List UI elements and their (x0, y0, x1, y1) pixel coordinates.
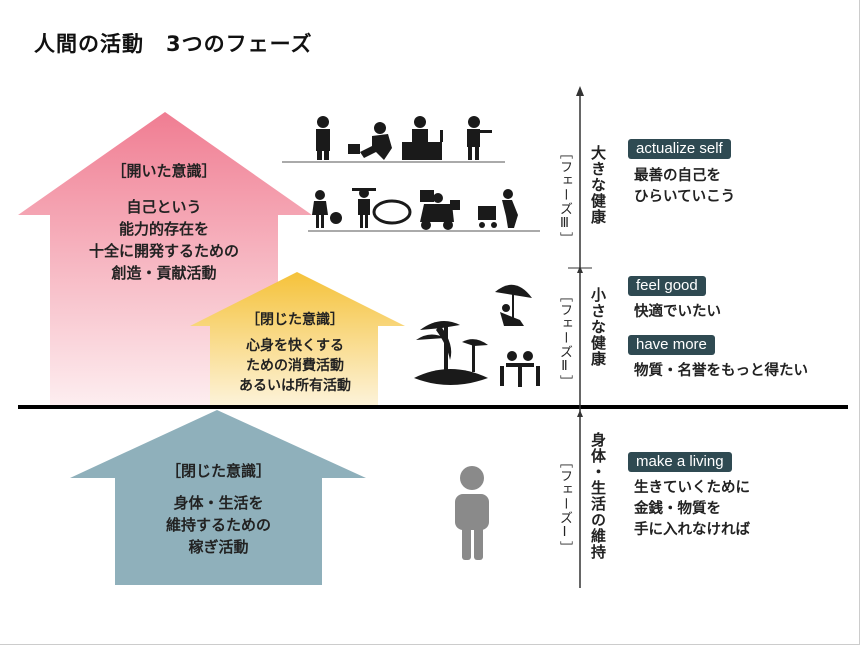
description-line: ひらいていこう (634, 189, 736, 205)
middle-arrow-line: 心身を快くする (246, 338, 344, 354)
description-line: 最善の自己を (634, 168, 721, 184)
lower-house-arrow (70, 410, 366, 585)
person-icon (455, 466, 489, 560)
upper-arrow-line: 自己という (126, 198, 202, 216)
phase-2-health: 小さな健康 (589, 287, 607, 367)
tag-make-a-living: make a living (628, 452, 732, 472)
lower-arrow-line: 身体・生活を (173, 494, 264, 512)
phase-3-description: 最善の自己を ひらいていこう (634, 166, 735, 208)
upper-arrow-text: ［開いた意識］ 自己という 能力的存在を 十全に開発するための 創造・貢献活動 (60, 160, 268, 284)
tag-have-more: have more (628, 335, 715, 355)
lower-arrow-line: 稼ぎ活動 (188, 538, 249, 556)
upper-arrow-line: 能力的存在を (118, 220, 209, 238)
axis-arrowhead-top (576, 86, 584, 96)
description-line: 手に入れなければ (634, 522, 750, 538)
middle-arrow-line: ための消費活動 (246, 358, 344, 374)
lower-arrow-heading: ［閉じた意識］ (165, 462, 271, 480)
upper-arrow-line: 創造・貢献活動 (111, 264, 217, 282)
middle-house-arrow (190, 272, 405, 406)
middle-arrow-text: ［閉じた意識］ 心身を快くする ための消費活動 あるいは所有活動 (212, 310, 378, 396)
phase-1-health: 身体・生活の維持 (589, 432, 607, 560)
axis-arrowhead-mid (577, 266, 583, 273)
upper-arrow-heading: ［開いた意識］ (111, 162, 217, 180)
phase-1-description: 生きていくために 金銭・物質を 手に入れなければ (634, 478, 750, 541)
have-more-description: 物質・名誉をもっと得たい (634, 363, 808, 379)
worker-pictograms-icon (312, 116, 518, 230)
page-title: 人間の活動 3つのフェーズ (34, 32, 313, 56)
description-line: 生きていくために (634, 480, 750, 496)
feel-good-description: 快適でいたい (634, 304, 721, 320)
leisure-pictograms-icon (414, 284, 540, 387)
phase-2-label: ［フェーズⅡ］ (557, 289, 572, 389)
tag-feel-good: feel good (628, 276, 706, 296)
phase-3-health: 大きな健康 (589, 145, 607, 225)
lower-arrow-text: ［閉じた意識］ 身体・生活を 維持するための 稼ぎ活動 (115, 460, 322, 558)
middle-arrow-line: あるいは所有活動 (239, 378, 351, 394)
middle-arrow-heading: ［閉じた意識］ (246, 312, 344, 328)
phase-1-label: ［フェーズⅠ］ (557, 455, 572, 555)
phase-3-label: ［フェーズⅢ］ (557, 146, 572, 246)
description-line: 金銭・物質を (634, 501, 721, 517)
axis-arrowhead-low (577, 410, 583, 417)
tag-actualize-self: actualize self (628, 139, 731, 159)
upper-arrow-line: 十全に開発するための (88, 242, 239, 260)
lower-arrow-line: 維持するための (165, 516, 271, 534)
